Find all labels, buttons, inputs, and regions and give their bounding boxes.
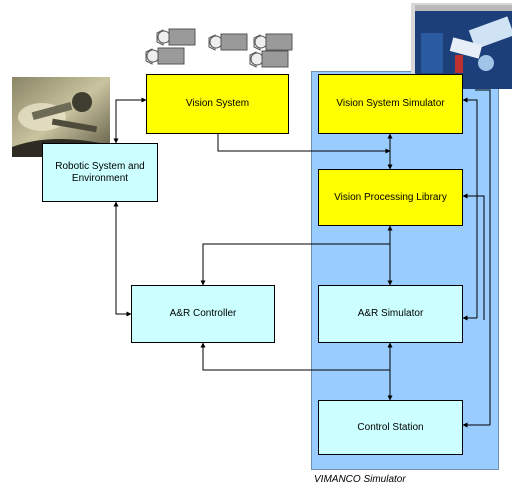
video-camera-icon: [207, 32, 249, 59]
robotic-system-box: Robotic System and Environment: [42, 143, 158, 202]
video-camera-icon: [248, 49, 290, 76]
connector-robotic-arctrl: [113, 201, 132, 317]
ar-controller-box: A&R Controller: [131, 285, 275, 343]
connector-right-vss: [462, 97, 478, 318]
connector-right2-vpl: [475, 89, 491, 425]
simulator-caption: VIMANCO Simulator: [314, 474, 406, 485]
vision-system-box: Vision System: [146, 74, 289, 134]
video-camera-icon: [155, 27, 197, 54]
connector-vpl-arctrl: [200, 226, 391, 286]
control-station-box: Control Station: [318, 400, 463, 455]
video-camera-icon: [144, 46, 186, 73]
ar-simulator-box: A&R Simulator: [318, 285, 463, 343]
connector-vision-vpl: [217, 134, 391, 154]
connector-right3-vpl: [462, 193, 485, 320]
connector-vision-robotic: [113, 97, 147, 144]
video-camera-icon: [252, 32, 294, 59]
vision-processing-library-box: Vision Processing Library: [318, 169, 463, 226]
connector-control-arctrl: [200, 342, 390, 371]
vision-system-simulator-box: Vision System Simulator: [318, 74, 463, 134]
